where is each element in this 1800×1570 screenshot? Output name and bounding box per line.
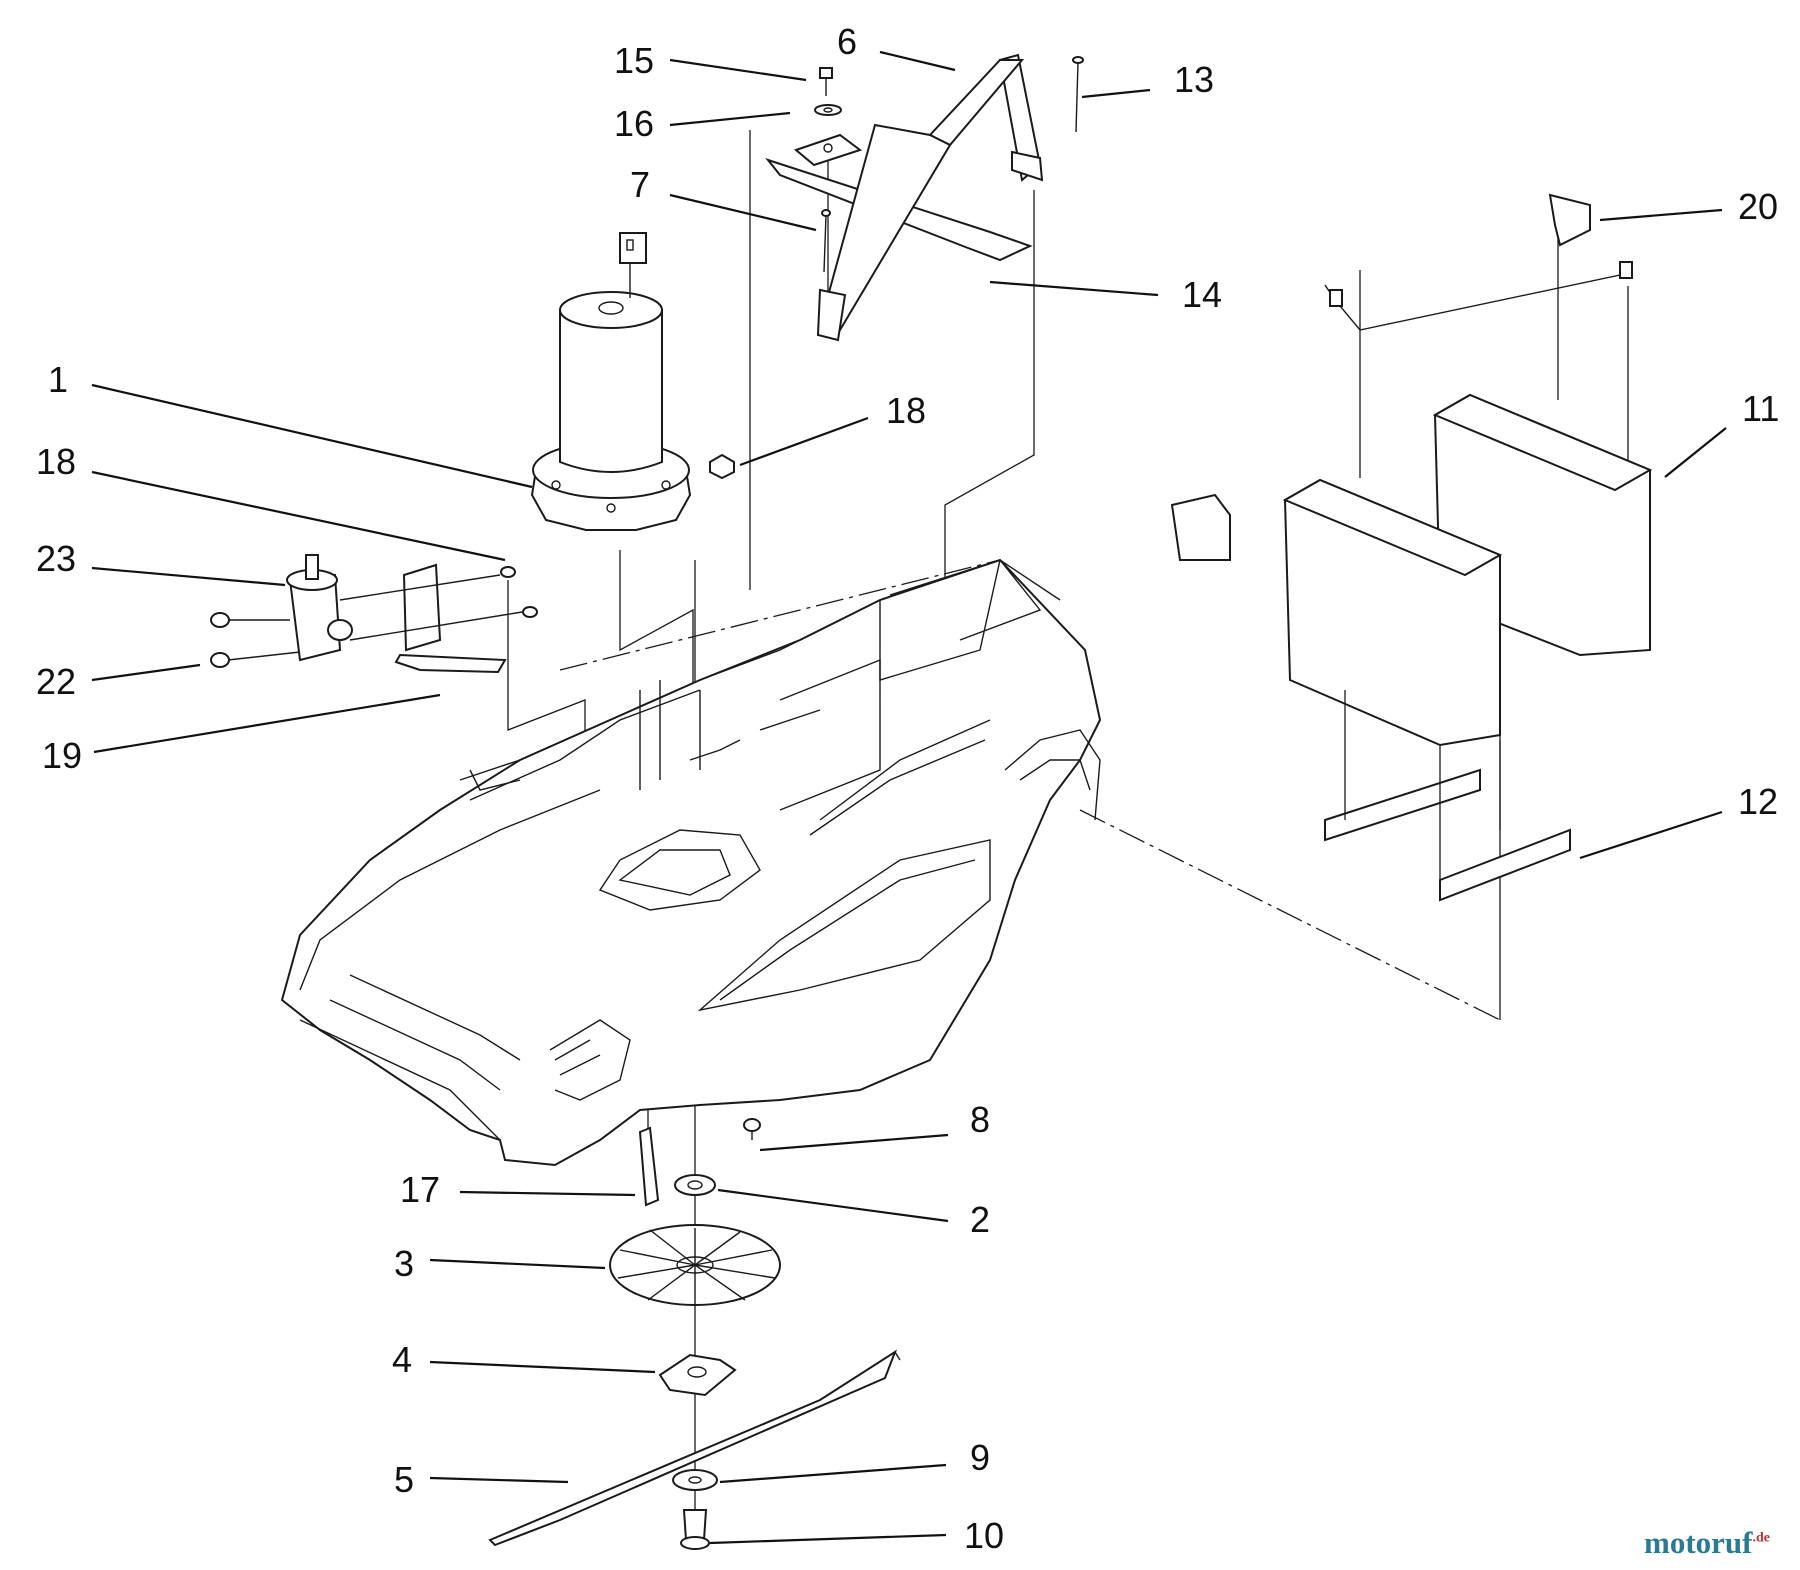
solenoid-assembly — [210, 554, 538, 674]
callout-1: 1 — [48, 359, 68, 400]
callout-12: 12 — [1738, 781, 1778, 822]
callout-13: 13 — [1174, 59, 1214, 100]
blade-assembly — [488, 1118, 901, 1550]
callout-5: 5 — [394, 1459, 414, 1500]
watermark-logo: motoruf.de — [1644, 1525, 1770, 1561]
callout-4: 4 — [392, 1339, 412, 1380]
callout-20: 20 — [1738, 186, 1778, 227]
callout-7: 7 — [630, 164, 650, 205]
callout-17: 17 — [400, 1169, 440, 1210]
callout-8: 8 — [970, 1099, 990, 1140]
leader-lines — [91, 50, 1727, 1545]
callout-22: 22 — [36, 661, 76, 702]
callout-2: 2 — [970, 1199, 990, 1240]
callout-19: 19 — [42, 735, 82, 776]
callout-3: 3 — [394, 1243, 414, 1284]
motor — [530, 232, 692, 531]
mower-deck — [280, 558, 1102, 1167]
callout-9: 9 — [970, 1437, 990, 1478]
callout-11: 11 — [1742, 388, 1779, 429]
batteries — [1170, 193, 1653, 902]
callout-labels: 1 18 23 22 19 15 16 6 13 7 14 18 20 11 1… — [36, 21, 1779, 1556]
watermark-tld: .de — [1752, 1530, 1770, 1546]
callout-15: 15 — [614, 40, 654, 81]
handle-bracket — [765, 53, 1044, 342]
watermark-name: motoruf — [1644, 1525, 1753, 1560]
callout-18-left: 18 — [36, 441, 76, 482]
callout-6: 6 — [837, 21, 857, 62]
callout-23: 23 — [36, 538, 76, 579]
callout-10: 10 — [964, 1515, 1004, 1556]
callout-18-right: 18 — [886, 390, 926, 431]
callout-14: 14 — [1182, 274, 1222, 315]
fasteners-top — [709, 56, 1084, 480]
callout-16: 16 — [614, 103, 654, 144]
